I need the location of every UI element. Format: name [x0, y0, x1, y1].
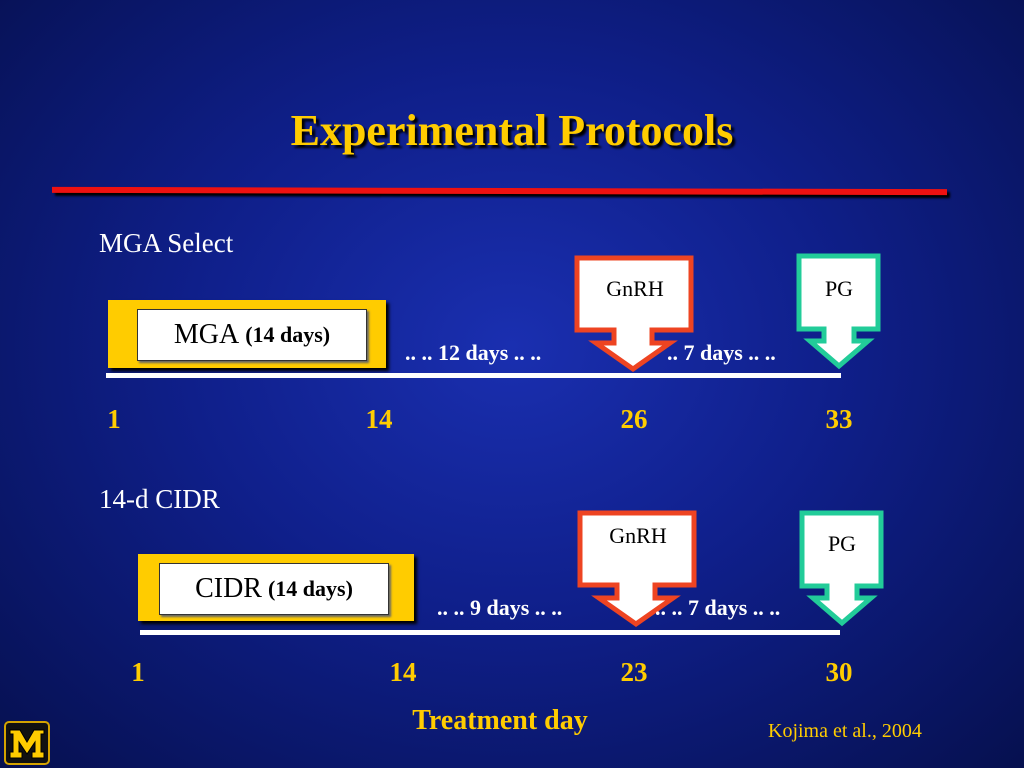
protocol1-interval-1: .. .. 12 days .. .. — [405, 340, 542, 365]
protocol2-treatment-box: CIDR (14 days) — [159, 563, 389, 615]
protocol1-gnrh-arrow — [574, 255, 694, 373]
protocol2-timeline — [140, 630, 840, 635]
university-m-logo-icon — [4, 721, 50, 765]
protocol2-pg-label: PG — [827, 531, 857, 556]
protocol1-interval-2: .. 7 days .. .. — [667, 340, 776, 365]
protocol2-label: 14-d CIDR — [99, 484, 220, 514]
protocol2-treatment-duration: (14 days) — [267, 576, 353, 601]
citation: Kojima et al., 2004 — [768, 720, 922, 742]
protocol2-day-3: 23 — [620, 657, 648, 687]
protocol1-label: MGA Select — [99, 228, 234, 258]
axis-title: Treatment day — [412, 705, 588, 736]
protocol2-pg-arrow — [799, 510, 884, 627]
title-divider — [51, 186, 948, 196]
protocol1-day-4: 33 — [825, 404, 853, 434]
protocol2-gnrh-arrow — [577, 510, 697, 628]
protocol1-day-1: 1 — [107, 404, 121, 434]
protocol1-pg-arrow — [796, 253, 881, 370]
protocol2-day-2: 14 — [389, 657, 417, 687]
slide-title: Experimental Protocols — [290, 106, 734, 155]
protocol1-treatment-name: MGA — [173, 319, 240, 350]
protocol2-treatment-name: CIDR — [195, 573, 262, 604]
protocol2-gnrh-label: GnRH — [609, 523, 667, 548]
protocol2-interval-1: .. .. 9 days .. .. — [437, 595, 563, 620]
protocol1-pg-label: PG — [824, 276, 854, 301]
protocol1-day-2: 14 — [365, 404, 393, 434]
protocol2-interval-2: .. .. 7 days .. .. — [655, 595, 781, 620]
protocol1-day-3: 26 — [620, 404, 648, 434]
protocol2-day-1: 1 — [131, 657, 145, 687]
protocol1-treatment-duration: (14 days) — [245, 322, 331, 347]
protocol1-gnrh-label: GnRH — [606, 276, 664, 301]
protocol1-timeline — [106, 373, 841, 378]
protocol1-treatment-box: MGA (14 days) — [137, 309, 367, 361]
protocol2-day-4: 30 — [825, 657, 853, 687]
